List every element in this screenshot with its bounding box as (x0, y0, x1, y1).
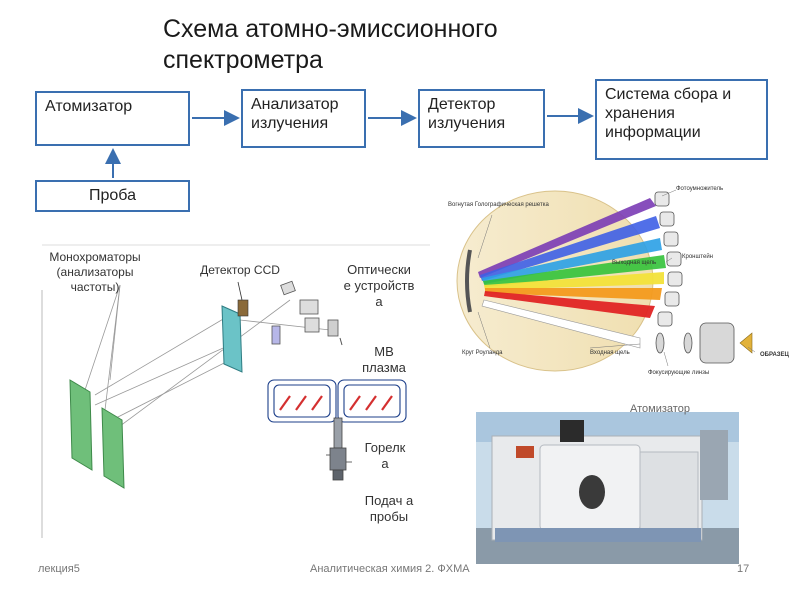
monochromators-label: Монохроматоры (анализаторы частоты) (49, 250, 141, 294)
sample-label: Проба (89, 187, 136, 204)
detector-box: Детектор излучения (418, 89, 545, 148)
system-box: Система сбора и хранения информации (595, 79, 768, 160)
spectrometer-drawing: Вогнутая Голографическая решетка Фотоумн… (448, 186, 790, 376)
detector-label: Детектор излучения (428, 96, 506, 132)
exit-slit-label: Выходная щель (612, 260, 656, 266)
grating-icon (465, 249, 472, 313)
detector-ccd-label: Детектор CCD (200, 263, 280, 277)
monochromator-1 (69, 379, 93, 471)
slide-title: Схема атомно-эмиссионного спектрометра (163, 15, 498, 74)
mw-plasma-label: МВ плазма (362, 344, 406, 375)
flow-arrows (105, 108, 594, 178)
optical-devices-label: Оптически е устройств а (343, 262, 415, 309)
footer-center: Аналитическая химия 2. ФХМА (310, 563, 470, 575)
schematic-drawing (41, 244, 430, 538)
sample-tag-label: ОБРАЗЕЦ (760, 352, 790, 358)
entrance-slit-label: Входная щель (590, 350, 630, 356)
grating-label: Вогнутая Голографическая решетка (448, 202, 549, 208)
rowland-label: Круг Роуланда (462, 350, 503, 356)
system-label: Система сбора и хранения информации (605, 86, 732, 141)
atomizer-box: Атомизатор (35, 91, 190, 146)
monochromator-2 (101, 407, 125, 489)
analyzer-box: Анализатор излучения (241, 89, 366, 148)
ccd-detector (221, 305, 243, 373)
bracket-label: Кронштейн (682, 253, 713, 260)
lenses-label: Фокусирующие линзы (648, 370, 709, 376)
page-number: 17 (737, 563, 750, 575)
analyzer-label: Анализатор излучения (251, 96, 339, 132)
torch-label: Горелк а (364, 440, 406, 471)
atomizer-label: Атомизатор (45, 98, 133, 115)
sample-box: Проба (35, 180, 190, 212)
footer-left: лекция5 (38, 563, 80, 575)
photo-caption: Атомизатор (630, 403, 690, 415)
instrument-photo (476, 412, 739, 564)
sample-feed-label: Подач а пробы (364, 493, 414, 524)
photomultiplier-label: Фотоумножитель (676, 186, 723, 192)
